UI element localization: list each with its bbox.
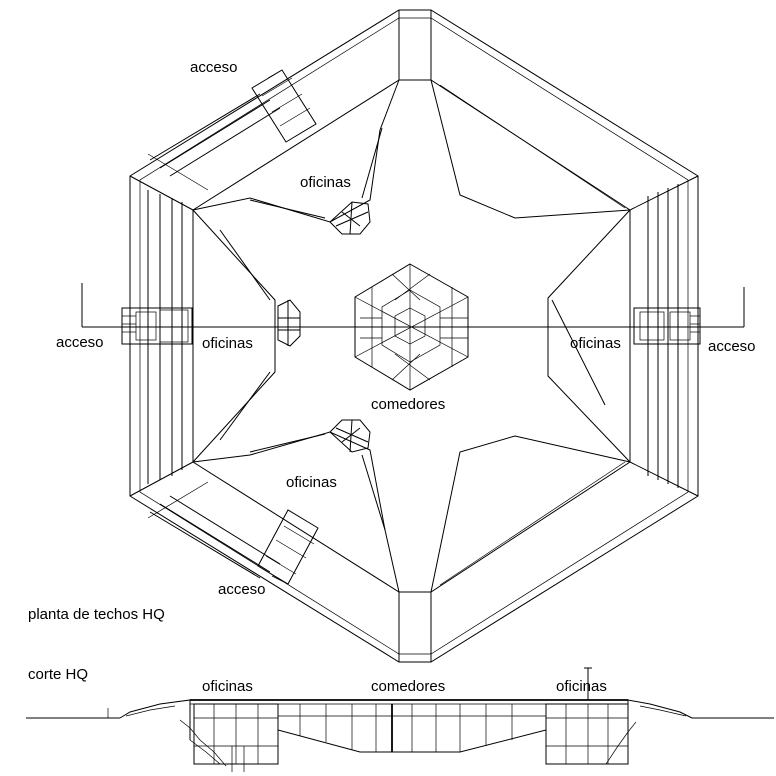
office-lantern-bottom (329, 419, 371, 453)
entrance-bottom (257, 509, 319, 585)
roof-ring (192, 79, 631, 593)
roof-plan: acceso oficinas acceso oficinas oficinas… (28, 9, 756, 663)
side-stripes (147, 93, 679, 579)
label-acceso-left: acceso (56, 334, 104, 351)
label-acceso-bottom: acceso (218, 581, 266, 598)
section-label-comedores: comedores (371, 678, 445, 695)
section-cut-line (81, 283, 745, 328)
label-acceso-top: acceso (190, 59, 238, 76)
label-comedores: comedores (371, 396, 445, 413)
label-oficinas-right: oficinas (570, 335, 621, 352)
label-oficinas-left: oficinas (202, 335, 253, 352)
building-section: corte HQ oficinas comedores oficinas (26, 666, 774, 772)
office-lantern-left (277, 299, 301, 347)
skylight-strips (219, 84, 626, 586)
label-oficinas-bottom: oficinas (286, 474, 337, 491)
entrance-top (251, 69, 317, 143)
entrance-left (121, 307, 193, 345)
section-label-oficinas-left: oficinas (202, 678, 253, 695)
entrance-right (633, 307, 701, 345)
section-label-oficinas-right: oficinas (556, 678, 607, 695)
plan-caption: planta de techos HQ (28, 606, 165, 623)
label-oficinas-top: oficinas (300, 174, 351, 191)
section-caption: corte HQ (28, 666, 88, 683)
label-acceso-right: acceso (708, 338, 756, 355)
office-lantern-top (329, 201, 371, 235)
star-folds (192, 79, 631, 593)
